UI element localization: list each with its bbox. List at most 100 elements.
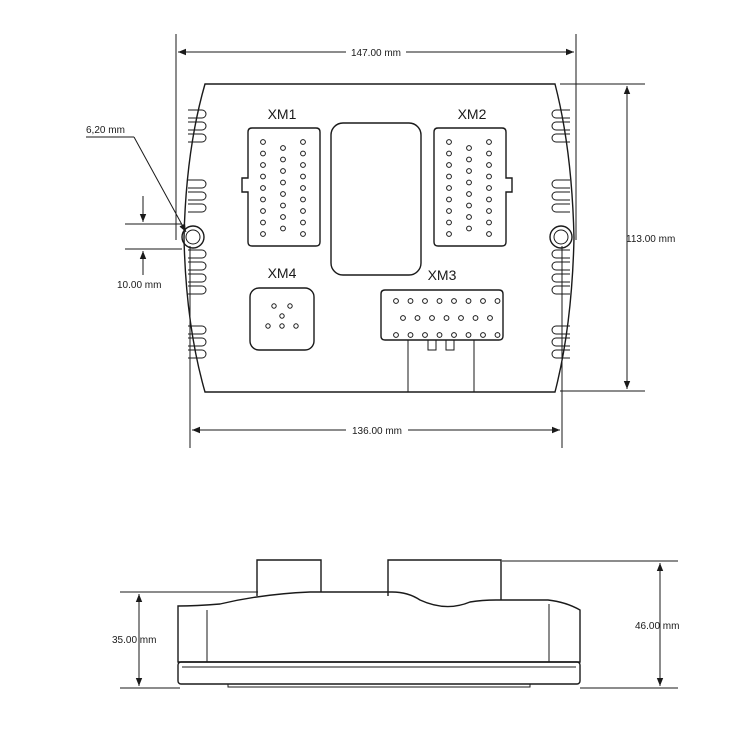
connector-pin bbox=[465, 332, 472, 338]
connector-pin bbox=[293, 323, 299, 329]
connector-pin bbox=[265, 323, 271, 329]
connector-pin bbox=[279, 323, 285, 329]
connector-pin bbox=[280, 179, 286, 186]
connector-pin bbox=[422, 298, 428, 304]
connector-pin bbox=[260, 219, 266, 226]
connector-pin bbox=[446, 219, 452, 226]
connector-pin bbox=[486, 196, 492, 203]
xm2-label: XM2 bbox=[458, 106, 487, 122]
connector-pin bbox=[466, 202, 472, 209]
connector-pin bbox=[466, 214, 472, 220]
connector-xm2 bbox=[433, 127, 513, 247]
cooling-fin bbox=[551, 285, 570, 295]
cooling-fin bbox=[188, 133, 207, 143]
connector-pin bbox=[280, 225, 286, 232]
cooling-fin bbox=[551, 261, 570, 271]
right-fins bbox=[551, 109, 570, 359]
connector-pin bbox=[300, 150, 306, 157]
bottom-width-value: 136.00 mm bbox=[352, 426, 402, 437]
connector-pin bbox=[451, 332, 457, 338]
xm1-label: XM1 bbox=[268, 106, 297, 122]
connector-pin bbox=[446, 185, 452, 191]
cooling-fin bbox=[551, 133, 570, 143]
cooling-fin bbox=[188, 249, 207, 259]
connector-pin bbox=[300, 231, 306, 237]
cooling-fin bbox=[551, 349, 570, 359]
center-window bbox=[330, 122, 422, 276]
connector-pin bbox=[280, 202, 286, 209]
left-fins bbox=[188, 109, 207, 359]
connector-pin bbox=[300, 208, 306, 214]
dimension-total-height: 46.00 mm bbox=[502, 560, 679, 689]
connector-pin bbox=[466, 179, 472, 186]
connector-xm4 bbox=[249, 287, 315, 351]
connector-pin bbox=[407, 298, 414, 304]
connector-pin bbox=[260, 185, 266, 191]
connector-pin bbox=[466, 168, 472, 174]
connector-xm1 bbox=[241, 127, 321, 247]
connector-pin bbox=[429, 315, 435, 321]
connector-pin bbox=[260, 173, 266, 180]
connector-pin bbox=[393, 332, 399, 338]
total-height-value: 46.00 mm bbox=[635, 621, 679, 632]
connector-pin bbox=[466, 145, 472, 151]
connector-pin bbox=[487, 315, 493, 321]
connector-pin bbox=[436, 298, 443, 304]
side-base-foot bbox=[227, 683, 531, 688]
connector-xm3 bbox=[380, 289, 504, 392]
cooling-fin bbox=[551, 191, 570, 201]
cooling-fin bbox=[551, 337, 570, 347]
connector-pin bbox=[300, 173, 306, 180]
xm3-label: XM3 bbox=[428, 267, 457, 283]
connector-pin bbox=[446, 208, 452, 214]
top-width-value: 147.00 mm bbox=[351, 48, 401, 59]
connector-pin bbox=[446, 173, 452, 180]
cooling-fin bbox=[551, 273, 570, 283]
connector-pin bbox=[260, 150, 266, 157]
connector-pin bbox=[400, 315, 406, 321]
connector-pin bbox=[393, 298, 399, 304]
connector-pin bbox=[466, 225, 472, 232]
dimension-hole-diameter: 6,20 mm bbox=[86, 125, 187, 233]
connector-pin bbox=[271, 303, 277, 309]
connector-pin bbox=[260, 139, 266, 145]
connector-pin bbox=[260, 196, 266, 203]
connector-pin bbox=[436, 332, 443, 338]
connector-pin bbox=[486, 208, 492, 214]
connector-pin bbox=[287, 303, 293, 309]
top-view: XM1 XM2 XM4 XM3 bbox=[181, 83, 575, 393]
connector-pin bbox=[300, 162, 306, 168]
connector-pin bbox=[480, 332, 486, 338]
dimension-hole-offset: 10.00 mm bbox=[117, 196, 182, 291]
connector-pin bbox=[443, 315, 450, 321]
cooling-fin bbox=[551, 109, 570, 119]
right-mounting-hole bbox=[549, 225, 573, 249]
cooling-fin bbox=[188, 285, 207, 295]
xm4-label: XM4 bbox=[268, 265, 297, 281]
connector-pin bbox=[280, 191, 286, 197]
body-height-value: 35.00 mm bbox=[112, 635, 156, 646]
connector-pin bbox=[486, 139, 492, 145]
left-mounting-hole bbox=[181, 225, 205, 249]
housing-outline bbox=[183, 83, 575, 393]
cooling-fin bbox=[188, 203, 207, 213]
connector-pin bbox=[260, 231, 266, 237]
cooling-fin bbox=[551, 203, 570, 213]
connector-pin bbox=[465, 298, 472, 304]
connector-pin bbox=[280, 214, 286, 220]
hole-diameter-value: 6,20 mm bbox=[86, 125, 125, 136]
cooling-fin bbox=[188, 325, 207, 335]
connector-pin bbox=[472, 315, 479, 321]
cooling-fin bbox=[188, 179, 207, 189]
connector-pin bbox=[407, 332, 414, 338]
height-value: 113.00 mm bbox=[626, 234, 675, 245]
connector-pin bbox=[451, 298, 457, 304]
dimension-bottom-width: 136.00 mm bbox=[189, 246, 563, 448]
connector-pin bbox=[446, 196, 452, 203]
cooling-fin bbox=[551, 325, 570, 335]
connector-pin bbox=[260, 208, 266, 214]
cooling-fin bbox=[188, 349, 207, 359]
connector-pin bbox=[480, 298, 486, 304]
connector-pin bbox=[446, 150, 452, 157]
